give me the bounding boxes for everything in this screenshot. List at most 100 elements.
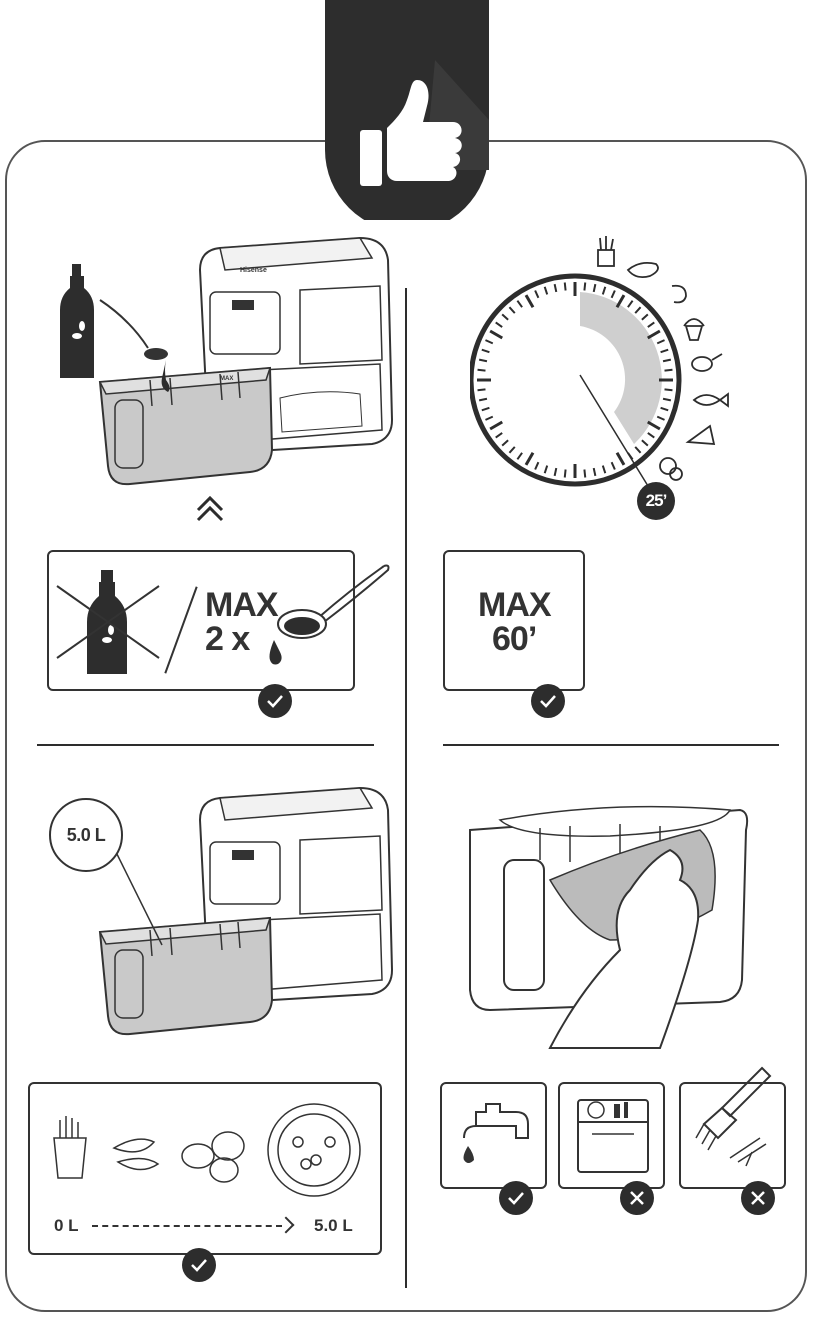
scale-start-label: 0 L	[54, 1216, 79, 1235]
dishwasher-cross-icon	[620, 1181, 654, 1215]
dial-tick	[592, 283, 597, 293]
thumbs-up-tag	[325, 0, 489, 220]
potato-wedges-icon	[112, 1138, 160, 1171]
dial-tick	[641, 313, 649, 321]
shrimp-icon	[671, 284, 687, 304]
capacity-callout: 5.0 L	[49, 798, 123, 872]
dial-tick	[656, 339, 665, 345]
oil-check-icon	[258, 684, 292, 718]
dial-tick	[524, 451, 535, 466]
chicken-icon	[691, 353, 723, 372]
faucet-icon	[463, 1103, 529, 1163]
vegetable-icon	[659, 457, 683, 481]
dial-tick	[477, 368, 486, 372]
dial-tick	[646, 329, 661, 340]
dial-tick	[592, 467, 597, 477]
hand-wash-check-icon	[499, 1181, 533, 1215]
dial-tick	[583, 469, 587, 478]
basket-cleaning-illustration	[469, 805, 749, 1049]
dial-tick	[508, 446, 516, 454]
time-check-icon	[531, 684, 565, 718]
dial-tick	[610, 461, 616, 470]
dial-tick	[664, 388, 673, 392]
fries-icon	[53, 1116, 87, 1179]
fries-icon	[597, 236, 615, 267]
dial-tick	[534, 461, 540, 470]
dial-tick	[647, 432, 655, 439]
dial-tick	[534, 290, 540, 299]
dial-tick	[647, 321, 655, 328]
hand-wash-box	[440, 1082, 547, 1189]
dial-tick	[489, 329, 504, 340]
spoon-drop-icon	[269, 564, 390, 665]
dishwasher-icon	[577, 1099, 649, 1173]
dial-tick	[563, 469, 567, 478]
dial-tick	[516, 452, 523, 460]
fish-icon	[692, 392, 729, 408]
chevron-up-icon	[196, 495, 224, 522]
left-row-divider	[37, 744, 374, 746]
dial-tick	[516, 300, 523, 308]
scrub-brush-icon	[695, 1066, 772, 1167]
dial-tick	[481, 348, 490, 354]
oil-times-label: 2 x	[205, 620, 250, 658]
dial-tick	[660, 348, 669, 354]
dial-tick	[485, 415, 494, 421]
no-bottle-icon	[56, 570, 160, 674]
oil-bottle-icon	[60, 264, 94, 378]
dial-tick	[641, 439, 649, 447]
dial-tick	[501, 439, 509, 447]
time-max-label: MAX	[478, 586, 552, 624]
dial-tick	[478, 358, 488, 363]
brand-label: Hisense	[240, 267, 267, 274]
dial-tick	[478, 397, 488, 402]
dial-tick	[481, 406, 490, 412]
dial-tick	[553, 467, 558, 477]
dial-tick	[664, 368, 673, 372]
dial-tick	[543, 286, 549, 295]
thumbs-up-icon	[360, 80, 462, 186]
dial-tick	[656, 415, 665, 421]
potatoes-icon	[181, 1131, 245, 1183]
dial-tick	[508, 306, 516, 314]
center-divider	[405, 288, 407, 1288]
dial-tick	[495, 321, 503, 328]
dial-tick	[610, 290, 616, 299]
scale-arrow	[92, 1225, 282, 1227]
dial-tick	[489, 420, 504, 431]
dial-tick	[615, 451, 626, 466]
oil-max-label: MAX	[205, 586, 279, 624]
dial-tick	[524, 294, 535, 309]
dial-tick	[634, 306, 642, 314]
dial-tick	[583, 282, 587, 291]
food-quantity-icons	[53, 1103, 361, 1197]
dial-tick	[660, 406, 669, 412]
cupcake-icon	[683, 318, 705, 341]
dial-tick	[615, 294, 626, 309]
time-minutes-label: 60’	[492, 620, 537, 658]
dial-time-badge: 25’	[637, 482, 675, 520]
dial-tick	[485, 339, 494, 345]
salad-plate-icon	[267, 1103, 361, 1197]
dial-tick	[495, 432, 503, 439]
dial-tick	[662, 397, 672, 402]
dial-tick	[646, 420, 661, 431]
dial-tick	[543, 465, 549, 474]
right-row-divider	[443, 744, 779, 746]
airfryer-capacity-illustration	[98, 786, 394, 1036]
dial-tick	[662, 358, 672, 363]
dial-tick	[601, 465, 607, 474]
dial-tick	[501, 313, 509, 321]
basket-max-mark: MAX	[220, 376, 233, 382]
brush-cross-icon	[741, 1181, 775, 1215]
dial-tick	[601, 286, 607, 295]
dial-tick	[553, 283, 558, 293]
time-limit-box	[443, 550, 585, 691]
dial-tick	[627, 300, 634, 308]
airfryer-oil-illustration: Hisense MAX	[60, 236, 394, 522]
dial-tick	[477, 388, 486, 392]
scale-end-label: 5.0 L	[314, 1216, 353, 1235]
pizza-icon	[685, 424, 716, 445]
dial-tick	[634, 446, 642, 454]
capacity-check-icon	[182, 1248, 216, 1282]
